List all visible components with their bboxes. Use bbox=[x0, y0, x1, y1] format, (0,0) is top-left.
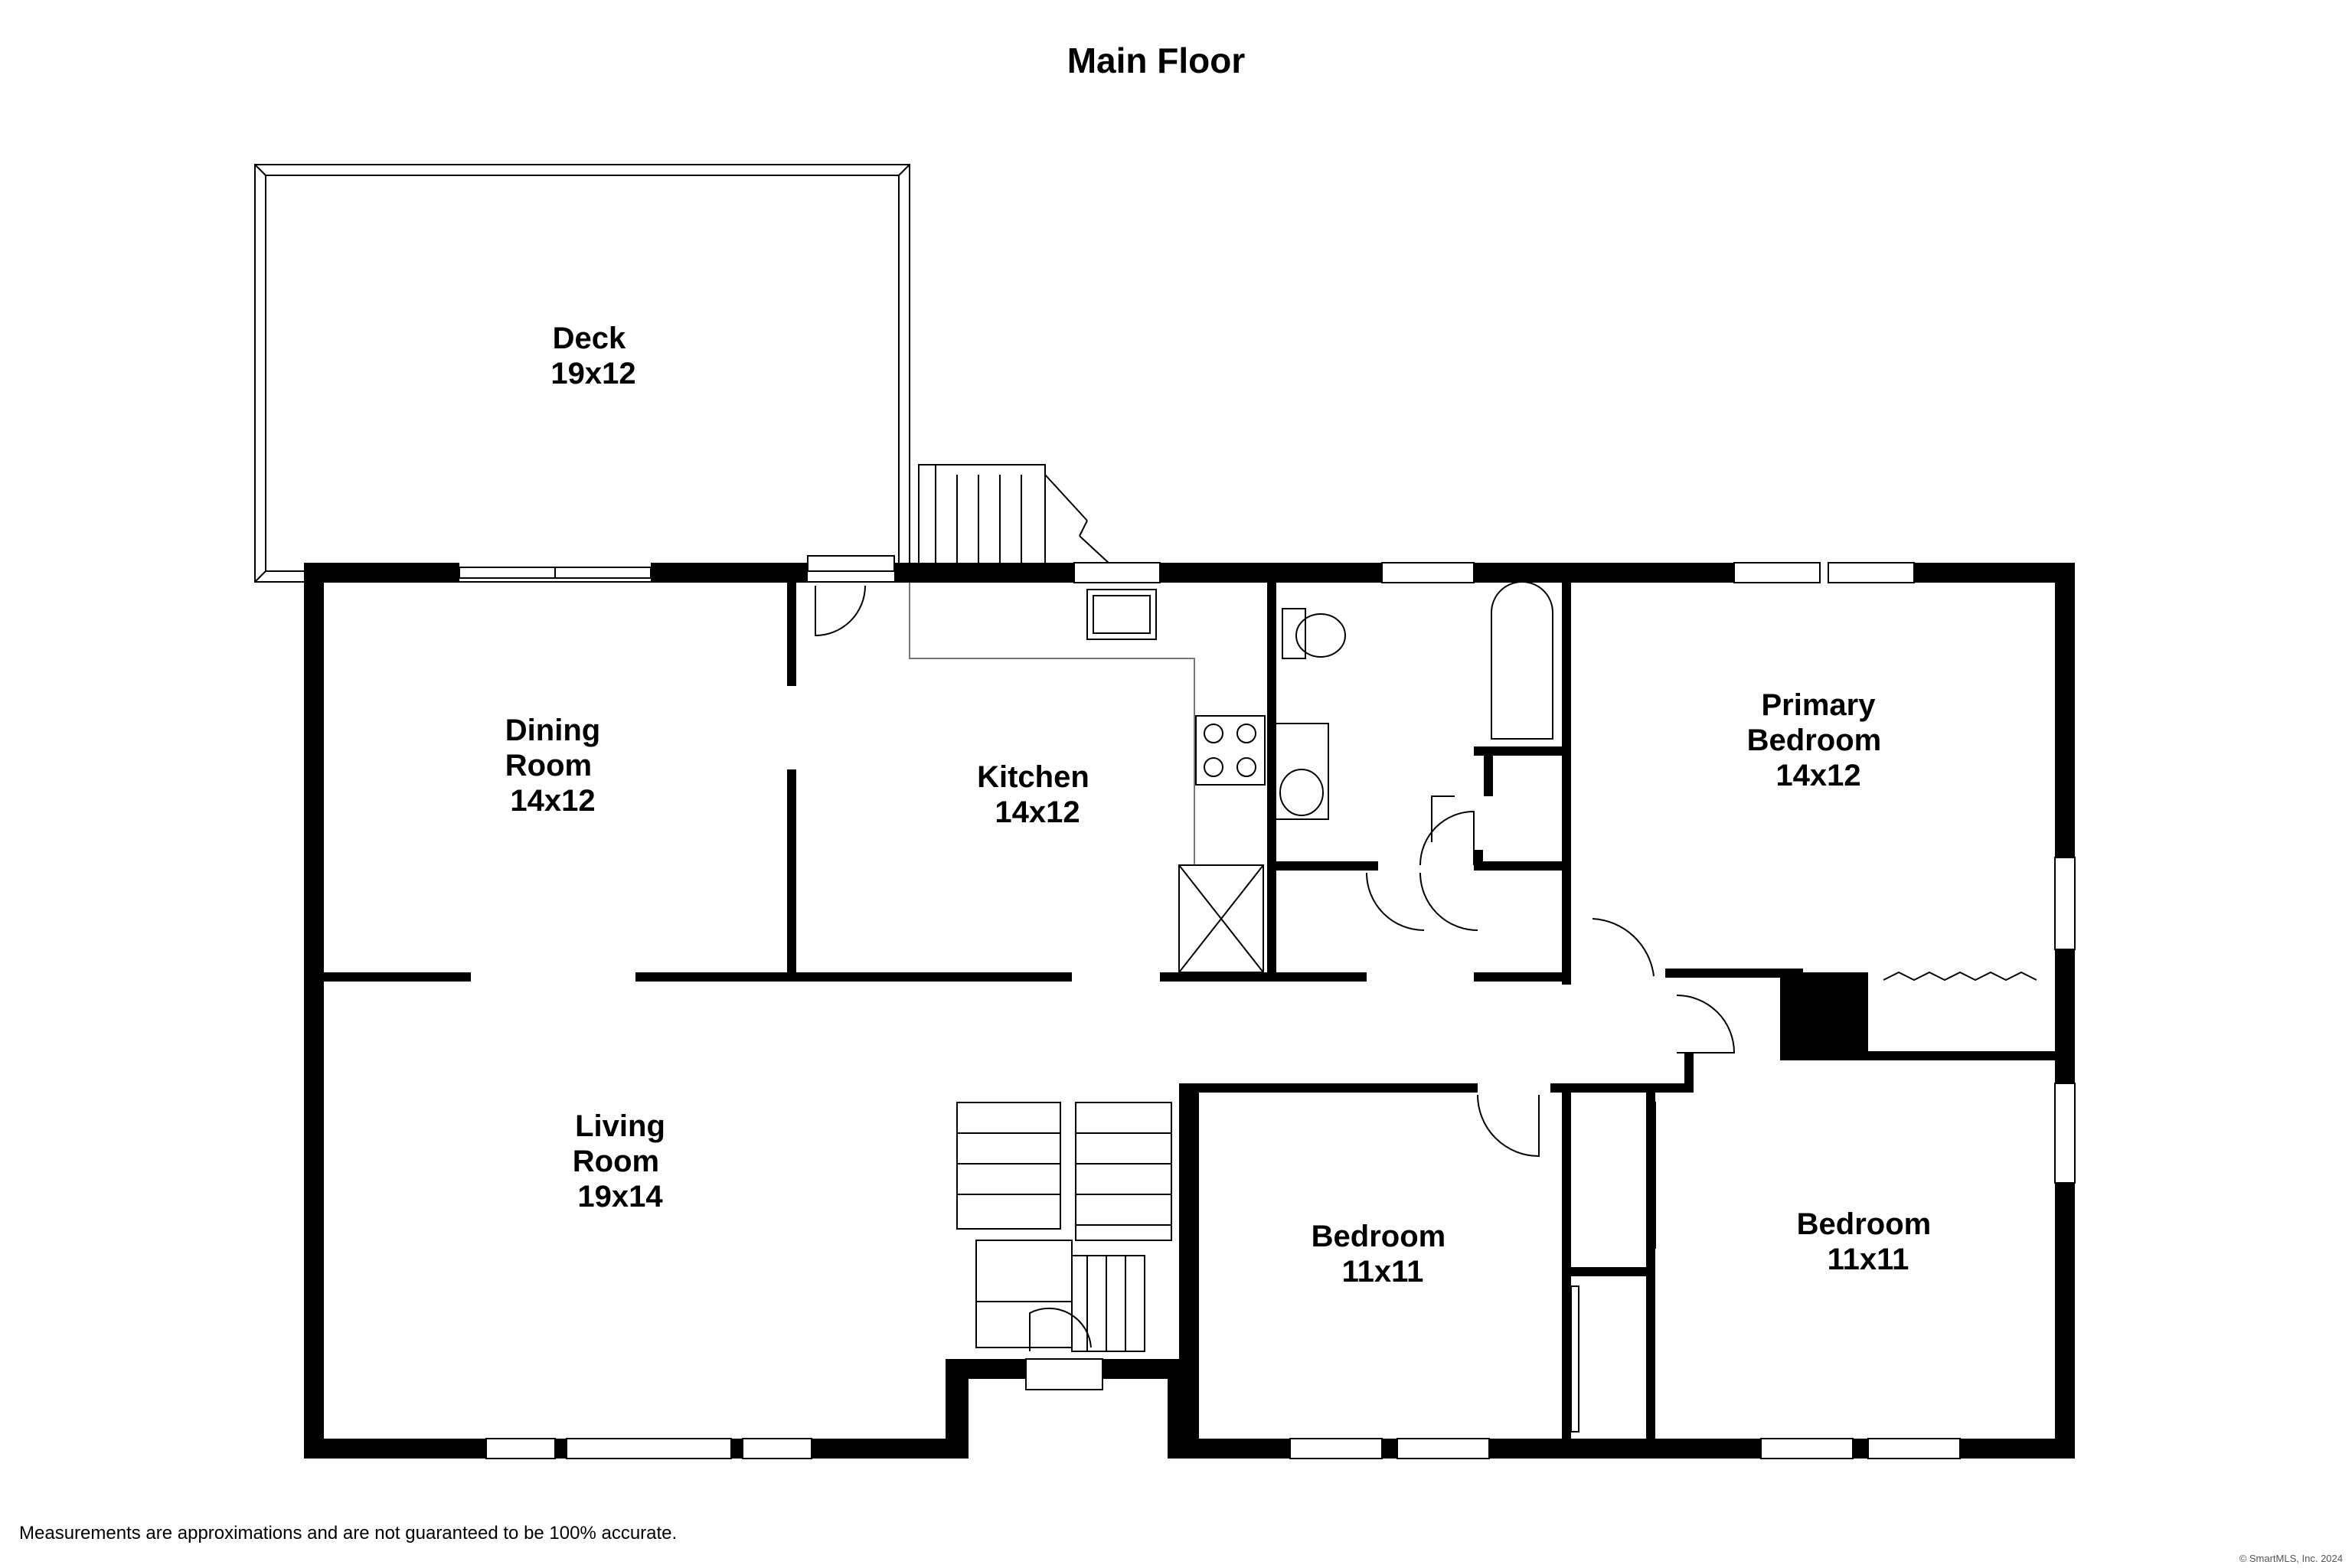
room-name: Kitchen bbox=[977, 760, 1089, 794]
plan-title: Main Floor bbox=[1067, 41, 1246, 80]
room-size: 14x12 bbox=[995, 795, 1080, 829]
room-size: 14x12 bbox=[510, 784, 595, 818]
room-name-line: Bedroom bbox=[1747, 724, 1882, 757]
room-size: 19x14 bbox=[577, 1180, 663, 1214]
room-name-line: Room bbox=[505, 749, 592, 782]
room-name: Bedroom bbox=[1797, 1207, 1932, 1241]
interior-stairs bbox=[956, 1102, 1172, 1352]
interior-walls bbox=[324, 583, 2056, 1459]
bath-fixtures bbox=[1274, 581, 1553, 820]
room-bedroom-1: Bedroom 11x11 bbox=[1312, 1220, 1455, 1289]
deck-stairs bbox=[918, 464, 1111, 565]
room-size: 19x12 bbox=[550, 357, 635, 390]
room-kitchen: Kitchen 14x12 bbox=[977, 760, 1098, 829]
room-name-line: Living bbox=[575, 1109, 665, 1143]
room-name: Deck bbox=[553, 322, 626, 355]
room-name-line: Dining bbox=[505, 714, 600, 747]
room-name-line: Primary bbox=[1762, 688, 1877, 722]
exterior-walls bbox=[304, 555, 2076, 1459]
disclaimer: Measurements are approximations and are … bbox=[19, 1523, 677, 1544]
copyright: © SmartMLS, Inc. 2024 bbox=[2239, 1553, 2343, 1564]
kitchen-fixtures bbox=[909, 583, 1266, 973]
room-size: 14x12 bbox=[1775, 759, 1860, 792]
room-name: Bedroom bbox=[1312, 1220, 1446, 1253]
room-size: 11x11 bbox=[1828, 1243, 1909, 1276]
room-deck: Deck 19x12 bbox=[550, 322, 635, 390]
room-name-line: Room bbox=[573, 1145, 659, 1178]
room-bedroom-2: Bedroom 11x11 bbox=[1797, 1207, 1940, 1276]
doors bbox=[815, 585, 2037, 1432]
room-size: 11x11 bbox=[1342, 1255, 1424, 1289]
